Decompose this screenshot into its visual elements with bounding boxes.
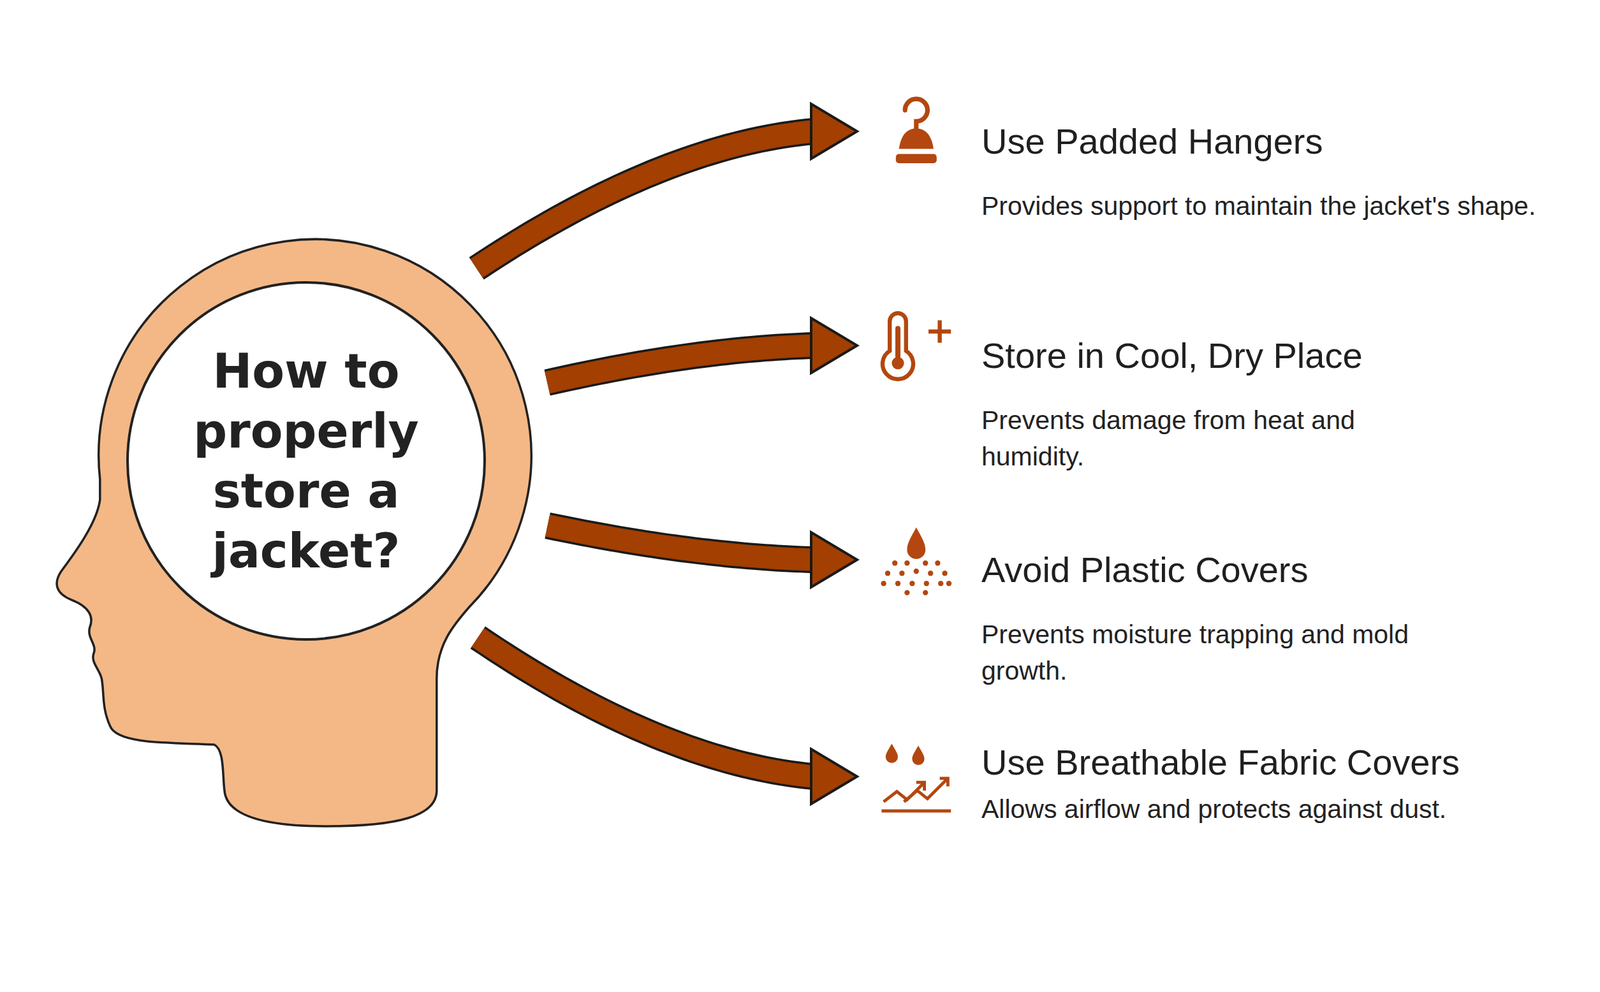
spray-dot (899, 570, 905, 576)
tip-heading: Avoid Plastic Covers (981, 547, 1492, 594)
arrow-head (811, 318, 858, 374)
hanger-icon (895, 98, 937, 164)
tip-description: Prevents moisture trapping and mold grow… (981, 616, 1492, 690)
arrow-head (811, 532, 858, 588)
spray-dot (941, 570, 947, 576)
spray-dot (922, 589, 928, 595)
thermometer-icon (882, 313, 951, 380)
spray-dot (913, 568, 919, 574)
tip-description: Prevents damage from heat and humidity. (981, 402, 1441, 476)
flow-arrow (476, 103, 858, 269)
flow-arrow (547, 525, 858, 588)
spray-dot (922, 560, 928, 566)
spray-dot (892, 560, 898, 566)
arrow-shaft (477, 637, 814, 777)
flow-arrow (477, 637, 858, 805)
spray-dot (904, 560, 910, 566)
flow-arrow (547, 318, 858, 383)
tip-item: Use Breathable Fabric CoversAllows airfl… (981, 739, 1467, 828)
arrow-outline (547, 525, 814, 560)
spray-dot (946, 580, 952, 587)
arrow-outline (477, 637, 814, 777)
tip-description: Allows airflow and protects against dust… (981, 791, 1467, 828)
arrow-outline (476, 131, 814, 269)
spray-dot (885, 570, 891, 576)
tip-item: Store in Cool, Dry PlacePrevents damage … (981, 332, 1441, 476)
spray-dot (938, 580, 944, 587)
head-silhouette (56, 239, 532, 827)
spray-dot (934, 560, 940, 566)
spray-dot (924, 580, 930, 587)
tip-item: Avoid Plastic CoversPrevents moisture tr… (981, 547, 1492, 690)
tip-heading: Store in Cool, Dry Place (981, 332, 1441, 380)
arrow-shaft (476, 131, 814, 269)
tip-heading: Use Breathable Fabric Covers (981, 739, 1467, 787)
arrow-shaft (547, 525, 814, 560)
evaporation-icon (881, 743, 951, 812)
spray-icon (880, 527, 952, 596)
spray-dot (880, 580, 886, 587)
spray-dot (895, 580, 901, 587)
arrow-shaft (547, 345, 814, 383)
arrow-head (811, 749, 858, 805)
arrow-outline (547, 345, 814, 383)
topic-title: How to properly store a jacket? (165, 341, 447, 581)
topic-circle: How to properly store a jacket? (126, 281, 486, 641)
tip-description: Provides support to maintain the jacket'… (981, 188, 1543, 225)
spray-dot (904, 589, 910, 595)
spray-dot (927, 570, 933, 576)
tip-heading: Use Padded Hangers (981, 118, 1543, 166)
tip-item: Use Padded HangersProvides support to ma… (981, 118, 1543, 225)
spray-dot (909, 580, 915, 587)
arrow-head (811, 103, 858, 159)
